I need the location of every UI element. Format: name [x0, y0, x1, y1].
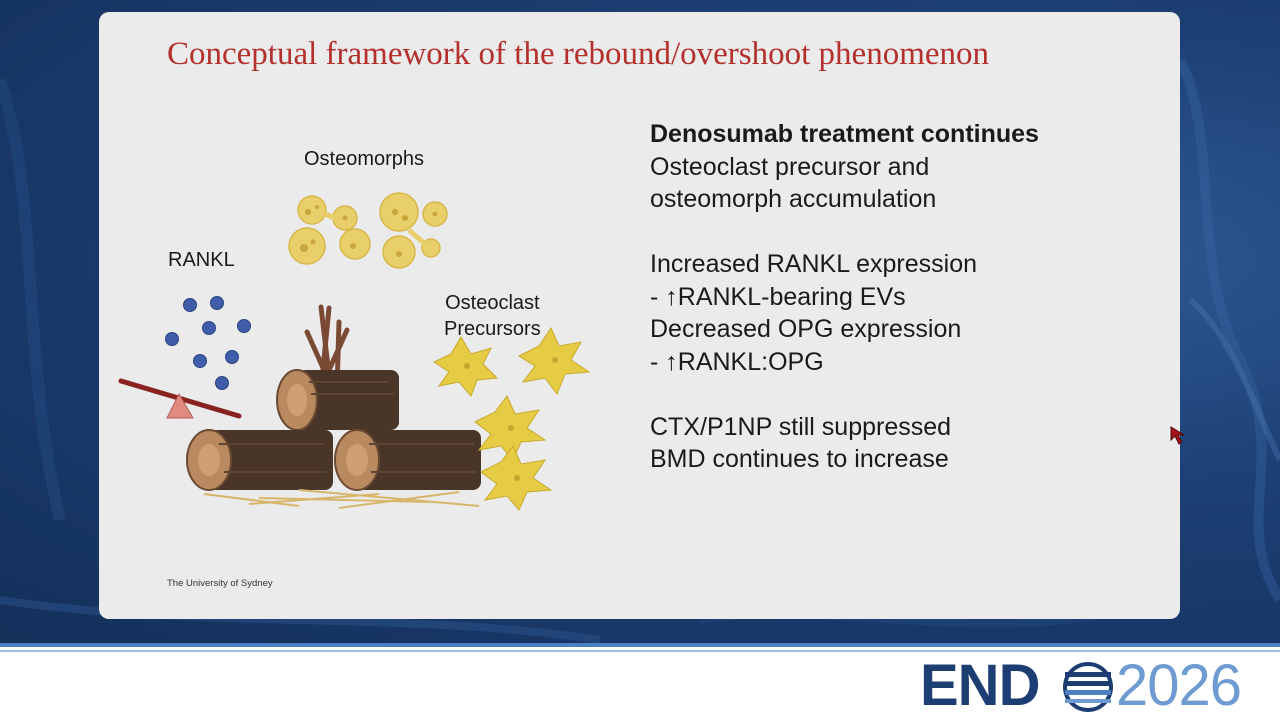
endo-2026-logo: END 2026 — [920, 656, 1270, 716]
panel-spacer — [650, 216, 1150, 249]
slide-card: Conceptual framework of the rebound/over… — [99, 12, 1186, 619]
panel-heading: Denosumab treatment continues — [650, 120, 1039, 148]
panel-line: CTX/P1NP still suppressed — [650, 412, 952, 441]
slide-footer: The University of Sydney — [167, 578, 273, 589]
seesaw-balance — [118, 378, 242, 419]
rankl-molecules — [165, 296, 251, 390]
panel-line: Decreased OPG expression — [650, 315, 962, 343]
rebound-illustration — [118, 192, 591, 511]
panel-line: - ↑RANKL:OPG — [650, 347, 824, 376]
panel-line: BMD continues to increase — [650, 445, 949, 473]
osteoclast-label-line2: Precursors — [444, 318, 541, 340]
slide-title: Conceptual framework of the rebound/over… — [167, 36, 990, 72]
panel-line: Osteoclast precursor and — [650, 152, 930, 181]
text-panel: Denosumab treatment continues Osteoclast… — [650, 118, 1150, 476]
rankl-label: RANKL — [168, 249, 235, 271]
endo-logo-text: END — [920, 653, 1040, 718]
osteomorphs-cells — [288, 192, 448, 269]
panel-line: - ↑RANKL-bearing EVs — [650, 282, 906, 311]
log-stack — [186, 369, 481, 491]
osteomorphs-label: Osteomorphs — [304, 148, 425, 170]
globe-icon — [1063, 662, 1113, 712]
background-texture — [0, 57, 1280, 644]
straw-base — [203, 489, 480, 509]
panel-line: Increased RANKL expression — [650, 250, 978, 278]
panel-spacer — [650, 378, 1150, 411]
footer-rule — [0, 643, 1280, 647]
panel-line: osteomorph accumulation — [650, 185, 937, 213]
endo-logo-year: 2026 — [1116, 653, 1242, 718]
footer-rule-light — [0, 650, 1280, 652]
mouse-pointer-icon — [1170, 426, 1186, 445]
osteoclast-precursors-label: Osteoclast Precursors — [444, 290, 541, 342]
osteoclast-label-line1: Osteoclast — [445, 292, 540, 314]
